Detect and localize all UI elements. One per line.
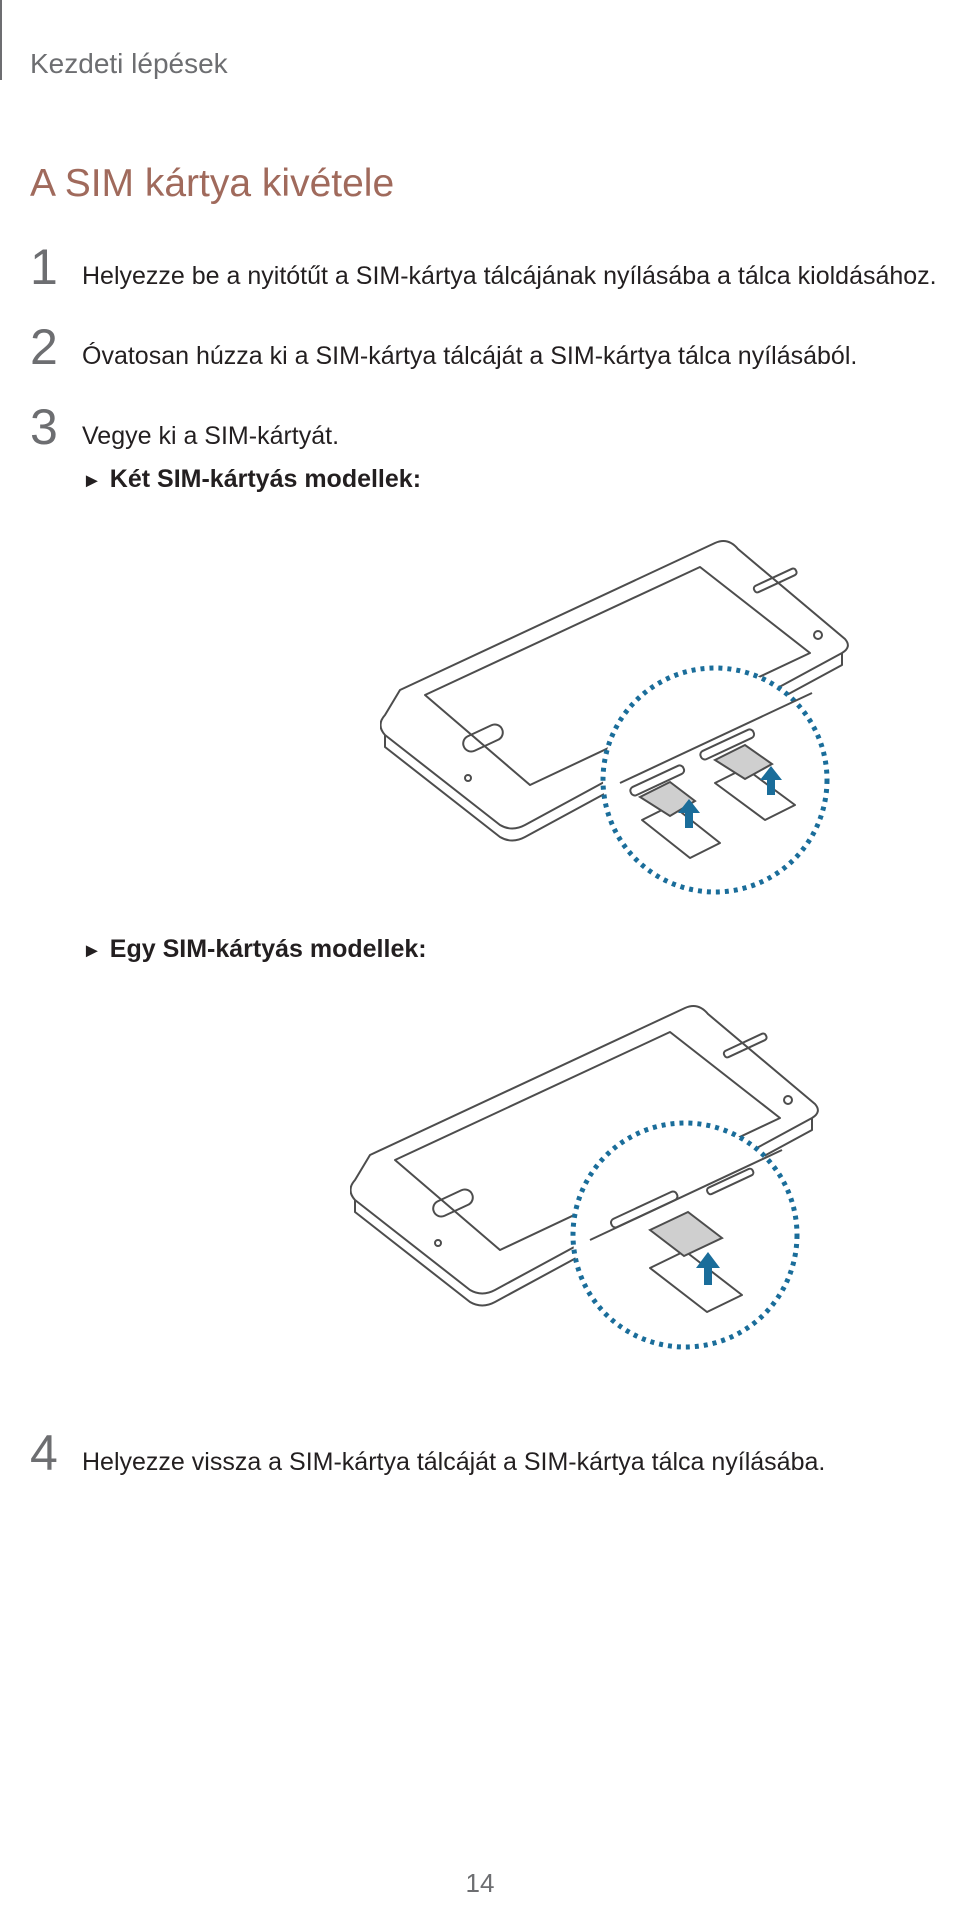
running-header: Kezdeti lépések — [30, 48, 228, 79]
sim-tray — [649, 1250, 743, 1313]
step-number: 2 — [30, 319, 58, 375]
front-camera — [813, 630, 823, 640]
speaker-slot — [752, 567, 798, 594]
arrow-right-icon: ► — [82, 470, 102, 492]
sim-card — [648, 1210, 724, 1258]
sim-slot — [609, 1190, 679, 1229]
single-sim-heading-text: Egy SIM-kártyás modellek: — [109, 935, 427, 963]
step-text: Vegye ki a SIM-kártyát. — [82, 422, 340, 450]
phone-side — [384, 653, 843, 842]
dual-sim-heading: ► Két SIM-kártyás modellek: — [82, 465, 421, 494]
step-number: 1 — [30, 239, 58, 295]
arrow-right-icon: ► — [82, 940, 102, 962]
side-hole — [464, 774, 472, 782]
front-camera — [783, 1095, 793, 1105]
step-number: 3 — [30, 399, 58, 455]
single-sim-illustration — [350, 1005, 819, 1350]
home-button — [432, 1188, 474, 1218]
step-4: 4 Helyezze vissza a SIM-kártya tálcáját … — [30, 1428, 825, 1478]
phone-edge-detail — [619, 692, 813, 784]
page-title: A SIM kártya kivétele — [30, 162, 395, 205]
arrow-up-icon — [678, 766, 782, 828]
step-1: 1 Helyezze be a nyitótűt a SIM-kártya tá… — [30, 242, 937, 292]
speaker-slot — [722, 1032, 768, 1059]
phone-screen — [424, 566, 811, 786]
sim-card-1 — [637, 780, 697, 818]
home-button — [462, 723, 504, 753]
sim-card-2 — [712, 743, 774, 781]
arrow-up-icon — [696, 1252, 720, 1285]
zoom-circle — [600, 665, 830, 895]
header-rule — [0, 0, 2, 80]
step-text: Helyezze be a nyitótűt a SIM-kártya tálc… — [82, 262, 937, 290]
sim-slot-1 — [629, 764, 686, 797]
phone-side — [354, 1118, 813, 1307]
step-3: 3 Vegye ki a SIM-kártyát. — [30, 402, 339, 452]
side-button — [706, 1167, 755, 1196]
step-text: Helyezze vissza a SIM-kártya tálcáját a … — [82, 1448, 826, 1476]
phone-screen — [394, 1031, 781, 1251]
dual-sim-illustration — [380, 540, 849, 895]
step-2: 2 Óvatosan húzza ki a SIM-kártya tálcájá… — [30, 322, 857, 372]
side-hole — [434, 1239, 442, 1247]
dual-sim-heading-text: Két SIM-kártyás modellek: — [109, 465, 422, 493]
step-number: 4 — [30, 1425, 58, 1481]
sim-slot-2 — [699, 728, 756, 761]
single-sim-heading: ► Egy SIM-kártyás modellek: — [82, 935, 427, 964]
page-number: 14 — [465, 1868, 495, 1898]
step-text: Óvatosan húzza ki a SIM-kártya tálcáját … — [82, 342, 858, 370]
